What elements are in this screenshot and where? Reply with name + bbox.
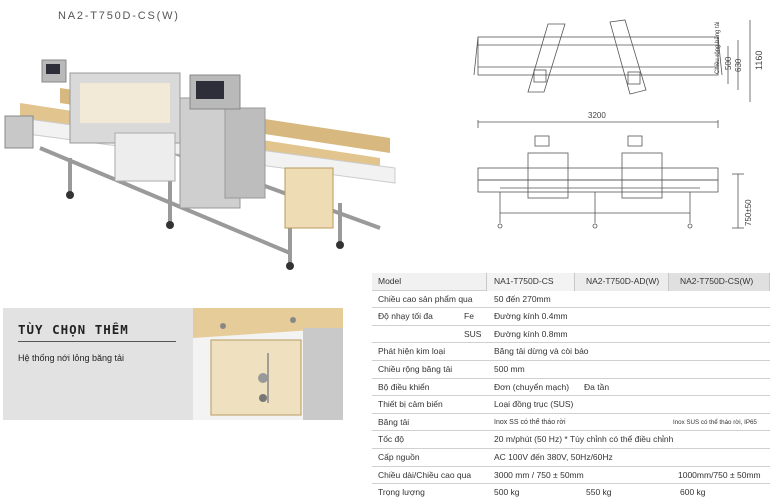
spec-value: 550 kg	[586, 487, 612, 498]
spec-sublabel: Fe	[464, 311, 474, 322]
spec-value: Đường kính 0.4mm	[494, 311, 568, 322]
spec-row-controller: Bộ điều khiển Đơn (chuyển mạch) Đa tần	[372, 379, 770, 397]
spec-label: Độ nhạy tối đa	[378, 311, 433, 322]
spec-row-sensitivity-sus: SUS Đường kính 0.8mm	[372, 326, 770, 344]
spec-label: Chiều dài/Chiều cao qua	[378, 469, 472, 480]
dim-500: 500	[724, 56, 733, 70]
spec-row-belt-width: Chiều rộng băng tải 500 mm	[372, 361, 770, 379]
spec-row-dimensions: Chiều dài/Chiều cao qua 3000 mm / 750 ± …	[372, 467, 770, 485]
spec-value: Đường kính 0.8mm	[494, 328, 568, 339]
spec-value: 20 m/phút (50 Hz) * Tùy chỉnh có thể điề…	[494, 434, 674, 445]
spec-label: Thiết bị cảm biến	[378, 399, 443, 410]
spec-label: Tốc độ	[378, 434, 404, 445]
spec-value: Inox SS có thể tháo rời	[494, 418, 566, 426]
options-title: TÙY CHỌN THÊM	[18, 322, 129, 337]
spec-value: 50 đến 270mm	[494, 293, 551, 304]
spec-header-label: Model	[378, 276, 402, 286]
spec-row-belt: Băng tải Inox SS có thể tháo rời Inox SU…	[372, 414, 770, 432]
spec-row-sensitivity-fe: Độ nhạy tối đa Fe Đường kính 0.4mm	[372, 308, 770, 326]
dim-750: 750±50	[744, 199, 753, 226]
spec-label: Bộ điều khiển	[378, 381, 430, 392]
spec-value: 1000mm/750 ± 50mm	[678, 469, 761, 480]
spec-label: Phát hiện kim loại	[378, 346, 446, 357]
dim-1160: 1160	[754, 51, 764, 70]
spec-value: Loại đồng trục (SUS)	[494, 399, 574, 410]
belt-release-photo	[193, 308, 343, 420]
spec-label: Cấp nguồn	[378, 451, 420, 462]
spec-value: AC 100V đến 380V, 50Hz/60Hz	[494, 451, 613, 462]
dim-3200: 3200	[588, 111, 606, 120]
spec-header-col3: NA2-T750D-CS(W)	[680, 276, 754, 286]
spec-sublabel: SUS	[464, 328, 482, 339]
spec-header-col2: NA2-T750D-AD(W)	[586, 276, 660, 286]
spec-label: Trọng lượng	[378, 487, 425, 498]
spec-value: 500 mm	[494, 363, 525, 374]
side-view-drawing: 3200 750±50	[477, 111, 753, 229]
spec-label: Băng tải	[378, 416, 410, 427]
spec-row-sensor: Thiết bị cảm biến Loại đồng trục (SUS)	[372, 396, 770, 414]
spec-row-product-height: Chiều cao sản phẩm qua 50 đến 270mm	[372, 291, 770, 309]
top-view-drawing: Chiều rộng băng tải 500 630 1160	[473, 19, 764, 102]
spec-label: Chiều rộng băng tải	[378, 363, 453, 374]
spec-header-row: Model NA1-T750D-CS NA2-T750D-AD(W) NA2-T…	[372, 273, 770, 291]
spec-value: Băng tải dừng và còi báo	[494, 346, 589, 357]
spec-header-col1: NA1-T750D-CS	[494, 276, 554, 286]
spec-table: Model NA1-T750D-CS NA2-T750D-AD(W) NA2-T…	[372, 273, 770, 498]
spec-value: 3000 mm / 750 ± 50mm	[494, 469, 584, 480]
spec-value: 600 kg	[680, 487, 706, 498]
options-description: Hệ thống nới lỏng băng tải	[18, 353, 124, 363]
spec-row-speed: Tốc độ 20 m/phút (50 Hz) * Tùy chỉnh có …	[372, 431, 770, 449]
dim-belt-width-label: Chiều rộng băng tải	[715, 22, 721, 74]
options-section: TÙY CHỌN THÊM Hệ thống nới lỏng băng tải	[3, 308, 343, 420]
dim-630: 630	[734, 58, 743, 72]
model-title: NA2-T750D-CS(W)	[58, 10, 180, 22]
spec-label: Chiều cao sản phẩm qua	[378, 293, 473, 304]
spec-row-power: Cấp nguồn AC 100V đến 380V, 50Hz/60Hz	[372, 449, 770, 467]
spec-row-detection: Phát hiện kim loại Băng tải dừng và còi …	[372, 343, 770, 361]
spec-value: Inox SUS có thể tháo rời, IP65	[673, 418, 757, 426]
spec-value: Đơn (chuyển mạch)	[494, 381, 570, 392]
machine-photo	[4, 59, 396, 270]
options-title-underline	[18, 341, 176, 342]
spec-value: Đa tần	[584, 381, 610, 392]
spec-value: 500 kg	[494, 487, 520, 498]
spec-row-weight: Trọng lượng 500 kg 550 kg 600 kg	[372, 484, 770, 498]
